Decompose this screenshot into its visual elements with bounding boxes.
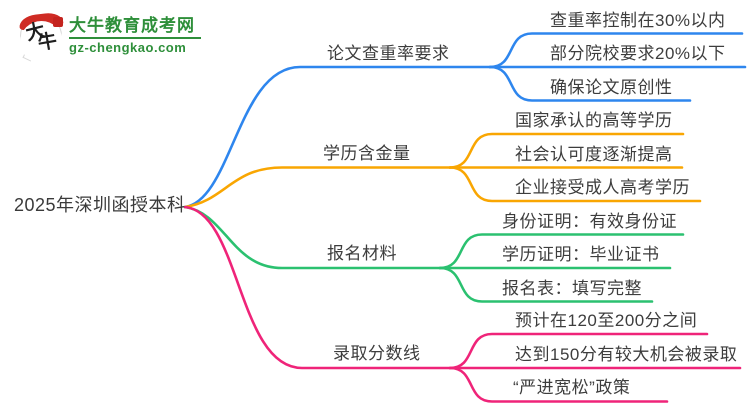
branch-label-materials: 报名材料 bbox=[327, 244, 397, 263]
leaf-label: 企业接受成人高考学历 bbox=[515, 178, 690, 197]
logo-subtitle: gz-chengkao.com bbox=[69, 40, 187, 55]
leaf-label: 达到150分有较大机会被录取 bbox=[515, 344, 738, 364]
leaf-label: 部分院校要求20%以下 bbox=[550, 44, 726, 63]
branch-lines-degree-value bbox=[183, 132, 702, 209]
branch-label-degree-value: 学历含金量 bbox=[323, 144, 411, 163]
leaf-label: 学历证明：毕业证书 bbox=[502, 245, 660, 264]
leaf-label: 国家承认的高等学历 bbox=[515, 111, 673, 130]
leaf-underline bbox=[438, 233, 685, 270]
leaf-label: 报名表：填写完整 bbox=[502, 278, 642, 298]
branch-curve bbox=[183, 65, 492, 209]
leaf-underline bbox=[448, 166, 702, 203]
branch-label-score-line: 录取分数线 bbox=[333, 344, 421, 363]
leaf-label: 身份证明：有效身份证 bbox=[502, 211, 677, 231]
branch-lines-thesis-check bbox=[183, 32, 747, 209]
leaf-underline bbox=[448, 332, 709, 370]
logo-char-niu: 牛 bbox=[36, 29, 59, 55]
central-topic: 2025年深圳函授本科 bbox=[14, 195, 186, 215]
logo-title: 大牛教育成考网 bbox=[69, 16, 195, 35]
leaf-label: “严进宽松”政策 bbox=[513, 378, 631, 397]
leaf-underline bbox=[448, 132, 685, 169]
branch-lines-materials bbox=[183, 205, 685, 303]
branch-curve bbox=[183, 166, 452, 209]
branch-lines-score-line bbox=[183, 205, 742, 403]
leaf-underline bbox=[448, 366, 669, 403]
logo-text-block: 大牛教育成考网 gz-chengkao.com bbox=[69, 13, 201, 63]
leaf-underline bbox=[488, 65, 692, 102]
leaf-label: 查重率控制在30%以内 bbox=[550, 10, 726, 30]
leaf-label: 预计在120至200分之间 bbox=[515, 310, 698, 330]
leaf-underline bbox=[438, 266, 654, 303]
branch-curve bbox=[183, 205, 442, 270]
branch-curve bbox=[183, 205, 452, 370]
leaf-underline bbox=[488, 32, 744, 69]
site-logo: 大 牛 大牛教育成考网 gz-chengkao.com bbox=[18, 11, 240, 63]
daniu-bubble-icon: 大 牛 bbox=[18, 11, 64, 63]
bubble-face bbox=[20, 21, 63, 63]
leaf-label: 确保论文原创性 bbox=[550, 77, 673, 97]
leaf-label: 社会认可度逐渐提高 bbox=[515, 144, 673, 164]
red-seal-icon bbox=[53, 17, 63, 27]
logo-divider bbox=[69, 37, 201, 39]
branch-label-thesis-check: 论文查重率要求 bbox=[327, 44, 450, 63]
